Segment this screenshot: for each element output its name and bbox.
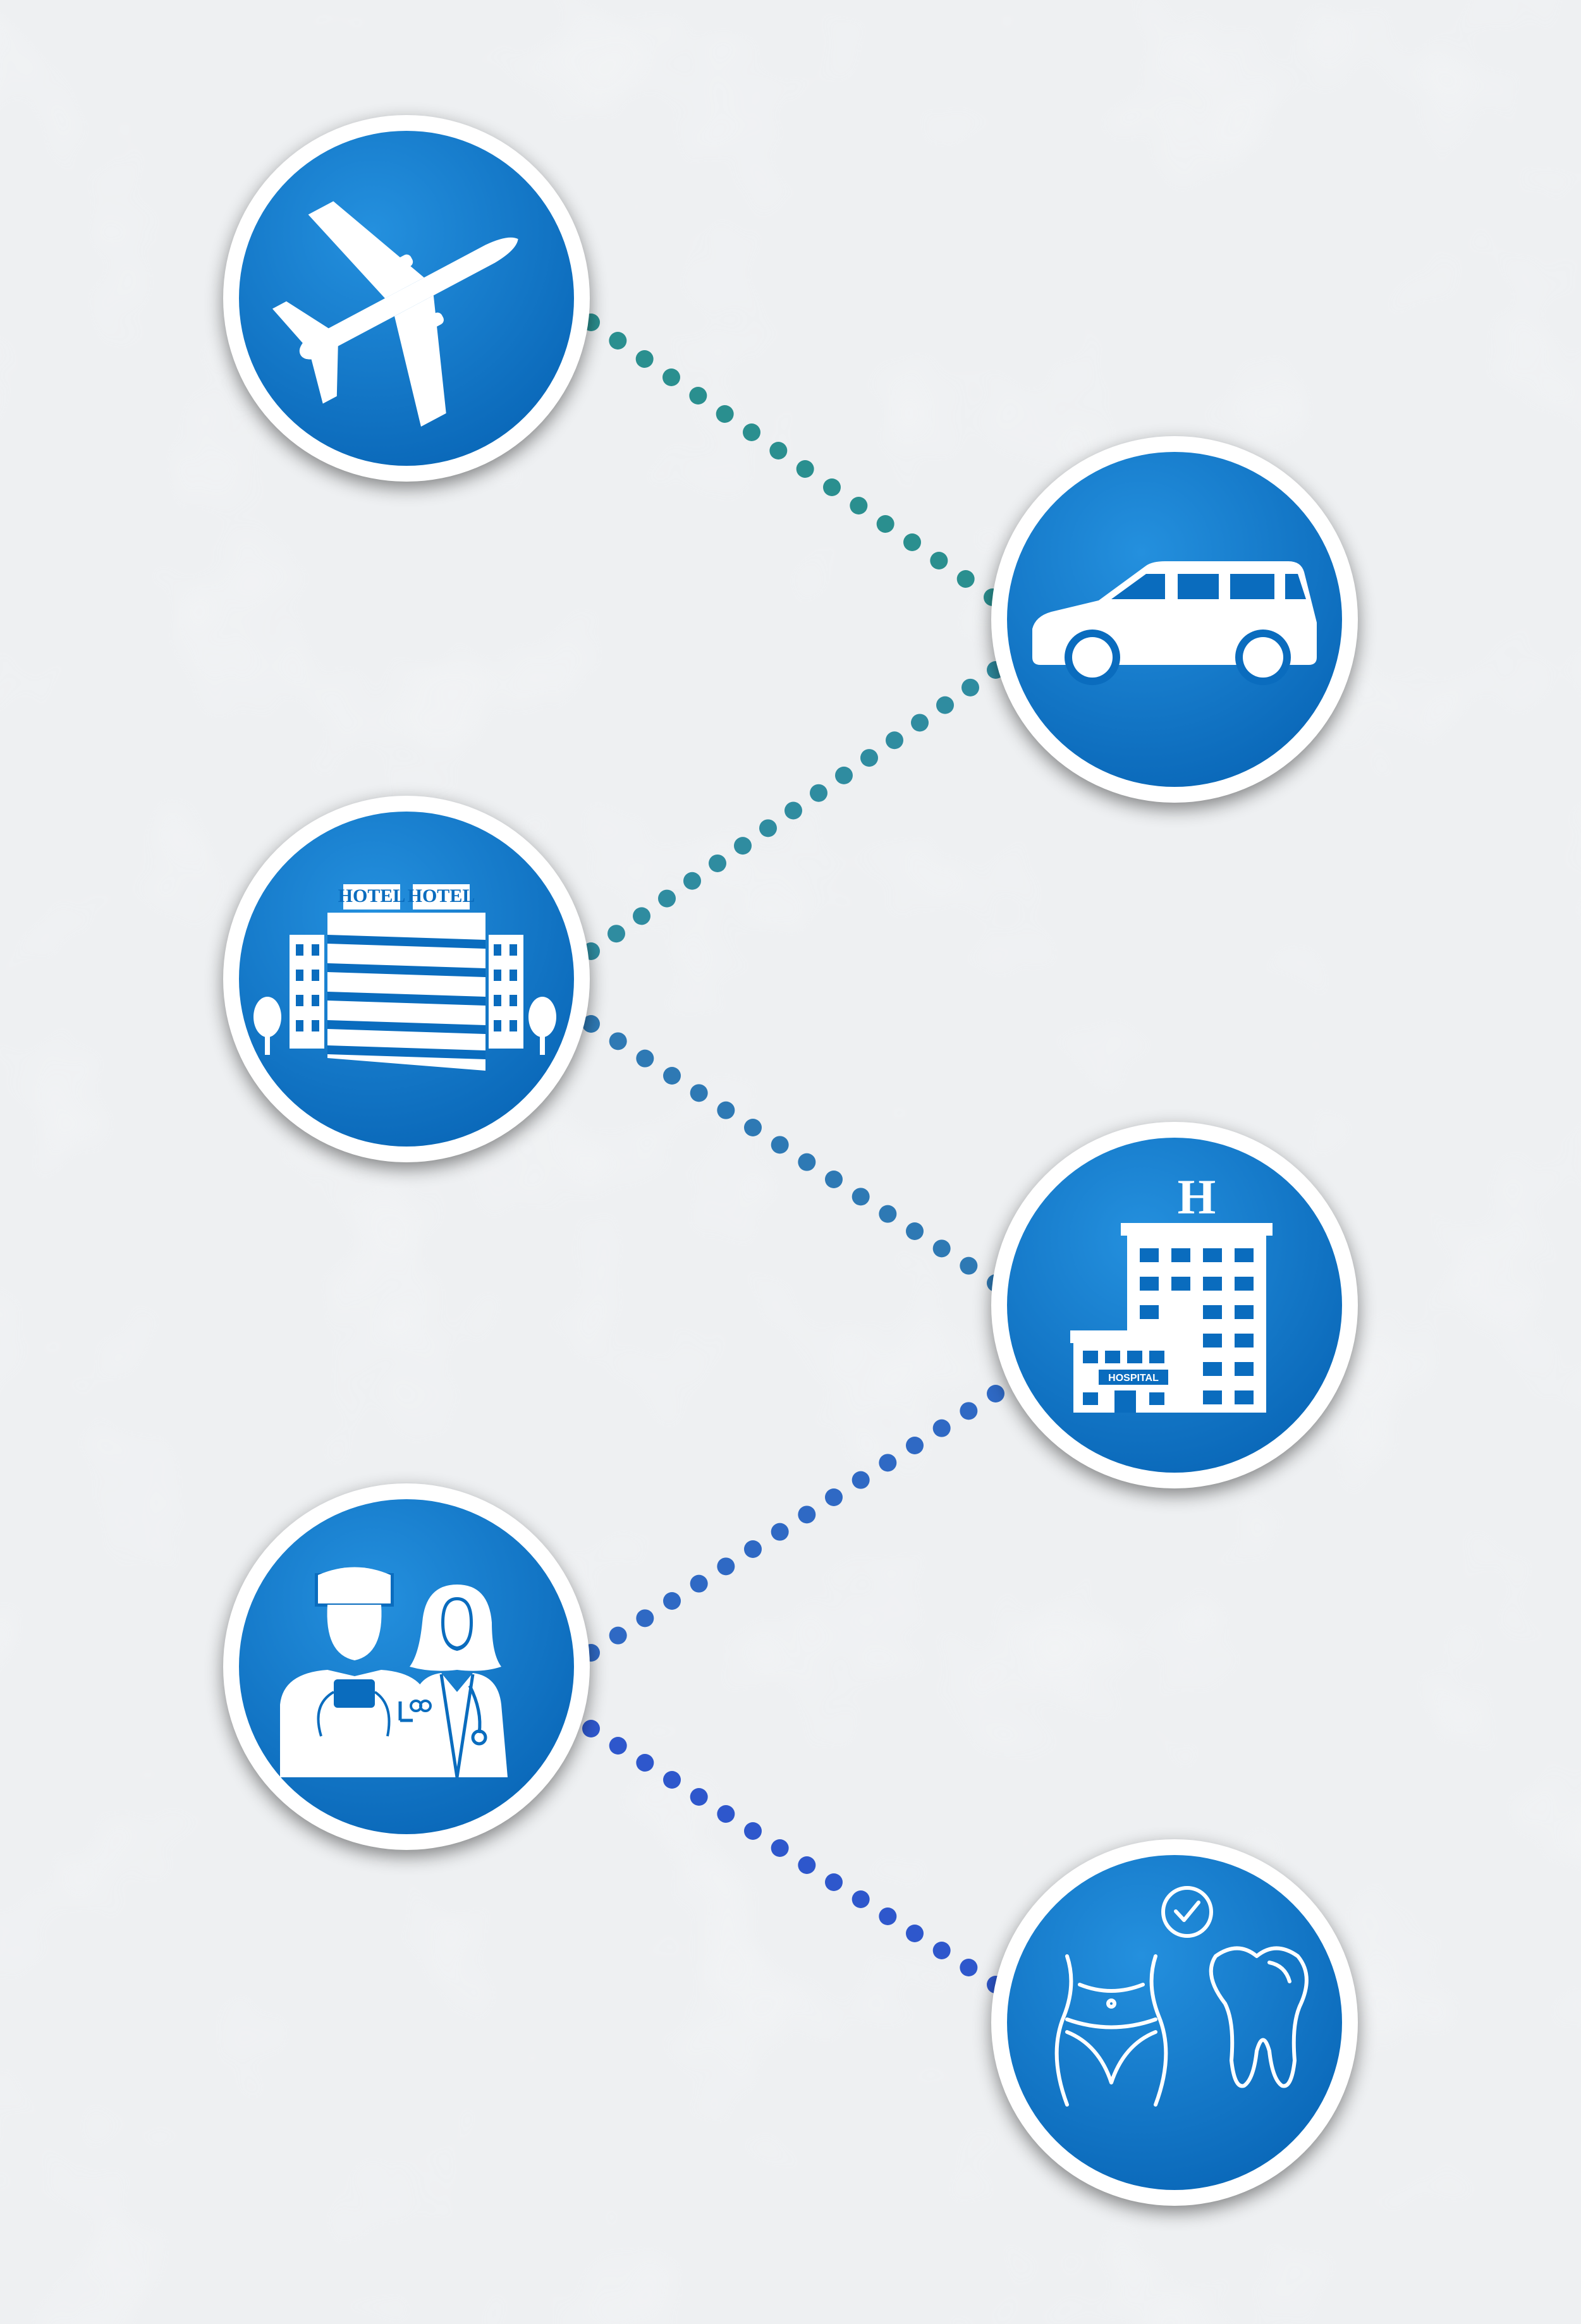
connector-dot [662,368,680,386]
connector-dot [932,1419,951,1437]
connector-dot [886,731,903,750]
connector-dot [663,1592,681,1610]
connector-dot [903,533,921,551]
connector-dot [663,1771,681,1789]
connector-dot [689,387,707,405]
connector-dot [852,1188,870,1206]
connector-dot [906,1222,924,1240]
node-van [991,436,1358,803]
connector-dot [796,460,814,478]
connector-dot [960,1959,978,1976]
connector-dot [852,1471,870,1489]
connector-dot [771,1523,789,1541]
tooth-icon [1209,1946,1309,2088]
connector-dot [690,1788,708,1806]
hospital-sign: HOSPITAL [1108,1373,1159,1384]
connector-dot [850,497,868,514]
node-hotel: HOTEL HOTEL [223,796,590,1162]
connector-dot [825,1488,843,1506]
connector-dot [852,1890,870,1908]
connector-dot [609,1737,627,1755]
connector-dot [633,907,650,925]
connector-dot [744,1119,762,1136]
checkmark-icon [1161,1886,1213,1938]
node-hospital: H HOSPITAL [991,1122,1358,1488]
doctors-icon [280,1567,508,1778]
connector-dot [960,1256,978,1275]
connector-dot [717,1557,735,1576]
connector-dot [798,1856,816,1874]
hotel-sign-left: HOTEL [338,885,406,906]
van-icon [1032,561,1317,685]
connector-dot [906,1437,924,1454]
connector-dot [744,1540,762,1558]
connector-dot [717,1101,735,1119]
connector-dot [609,1626,627,1645]
connector-dot [930,552,948,569]
connector-dot [717,1805,735,1823]
connector-dot [734,837,752,855]
connector-dot [769,442,788,459]
connector-dot [683,872,701,890]
connector-dot [582,1720,600,1737]
connector-dot [825,1171,843,1188]
connector-dot [743,423,760,441]
connector-dot [609,1032,627,1050]
connector-dot [582,1015,600,1033]
connector-dot [961,678,979,697]
connector-dot [956,570,975,588]
connector-dot [879,1907,897,1925]
connector-dot [635,350,654,368]
connector-dot [823,478,841,496]
connector-dot [744,1822,762,1840]
hotel-sign-right: HOTEL [408,885,475,906]
hotel-icon: HOTEL HOTEL [253,884,556,1071]
connector-dot [771,1136,789,1154]
treatment-icon [1054,1886,1309,2107]
connector-dot [716,405,734,423]
connector-dot [636,1609,654,1627]
connector-dot [709,854,726,872]
connector-4 [582,1385,1004,1662]
connector-dot [690,1574,708,1593]
connector-dot [860,749,878,767]
connector-dot [663,1067,681,1085]
connector-dot [911,714,929,732]
connector-dot [932,1239,951,1258]
connector-dot [798,1506,816,1524]
connector-dot [784,801,802,820]
connector-dot [960,1402,978,1420]
connector-dot [879,1205,897,1223]
connector-dot [636,1754,654,1772]
connector-dot [879,1454,897,1472]
connector-dot [936,696,954,714]
connector-dot [810,784,827,802]
connector-1 [582,313,1001,606]
node-doctors [223,1483,590,1850]
connector-dot [987,1385,1004,1402]
connector-dot [690,1084,708,1102]
connector-dot [771,1839,789,1857]
connector-dot [932,1942,951,1959]
connector-dot [798,1153,816,1171]
connector-dot [759,819,777,837]
hospital-icon: H HOSPITAL [1070,1169,1273,1413]
connector-dot [607,925,625,943]
node-plane [223,115,590,482]
connector-dot [825,1873,843,1891]
connector-dot [658,889,676,908]
connector-dot [609,332,627,350]
node-treatment [991,1839,1358,2206]
airplane-icon [272,201,518,427]
connector-dot [876,515,894,533]
connector-dot [636,1049,654,1068]
hospital-roof-letter: H [1178,1169,1216,1224]
connector-dot [835,766,853,784]
body-contour-icon [1054,1954,1168,2107]
connector-dot [906,1925,924,1942]
